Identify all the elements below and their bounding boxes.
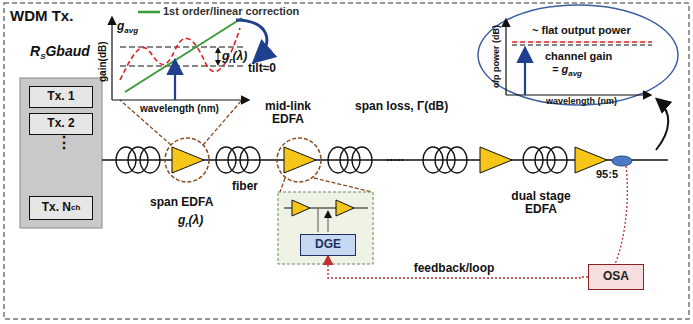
gain-arrow — [524, 50, 526, 95]
ellipsis: ..... — [386, 149, 404, 164]
legend-text: 1st order/linear correction — [163, 5, 299, 17]
output-inset — [478, 5, 678, 105]
span-label: span loss, Γ(dB) — [355, 100, 448, 113]
mid-edfa-circle — [277, 138, 321, 182]
band-line — [120, 65, 245, 66]
dge-inset — [278, 192, 373, 264]
tx-panel — [20, 78, 102, 228]
math-label: avg — [124, 26, 138, 35]
gain-ripple — [120, 28, 240, 80]
output-level — [512, 45, 652, 46]
amp-label: mid-link EDFA — [265, 99, 311, 126]
axis-label: wavelength (nm) — [546, 96, 617, 106]
legend-text: 1st order/linear correction — [163, 5, 299, 17]
node-text: Tx. 1 — [47, 90, 74, 103]
rate-label: RSGbaud — [30, 44, 90, 62]
ratio-label: 95:5 — [596, 168, 618, 180]
node-text: OSA — [603, 270, 629, 283]
edge-label: feedback/loop — [412, 262, 497, 275]
span-label: span loss, Γ(dB) — [355, 99, 448, 113]
axis-label: wavelength (nm) — [546, 97, 617, 107]
edge-label: feedback/loop — [414, 261, 495, 275]
amp-label: dual stage EDFA — [511, 189, 570, 216]
fiber-label: fiber — [232, 179, 258, 193]
zoom-leader — [314, 178, 372, 192]
inset-label: channel gain — [545, 50, 612, 62]
band-line — [120, 46, 245, 47]
axis-label: gain(dB) — [97, 41, 108, 82]
amp-label: span EDFA — [150, 195, 213, 209]
dge-tap — [328, 212, 329, 232]
axis-label: gain(dB) — [97, 41, 108, 82]
edfa-triangles — [172, 147, 607, 173]
axis-label: wavelength (nm) — [140, 103, 219, 114]
linear-fit — [125, 18, 242, 92]
axis-label: wavelength (nm) — [140, 103, 219, 114]
axis — [506, 94, 650, 95]
node-box: DGE — [300, 234, 356, 256]
math-label: g — [222, 49, 229, 63]
tilt-label: tilt≈0 — [248, 62, 276, 75]
inset-label: ~ flat output power — [532, 24, 631, 36]
fiber-label: fiber — [232, 180, 258, 193]
coupler — [612, 156, 632, 166]
ellipsis: ..... — [386, 150, 404, 164]
inset-amps — [292, 200, 354, 216]
node-box: Tx. 1 — [29, 86, 93, 108]
inset-label: channel gain — [545, 50, 612, 62]
axis-label: o/p power (dB) — [492, 25, 502, 88]
zoom-leader — [280, 178, 285, 192]
math-label: gr(λ) — [178, 214, 203, 230]
inset-label: ~ flat output power — [532, 24, 631, 36]
gavg-arrow — [174, 62, 176, 100]
math-label: (λ) — [188, 213, 203, 227]
math-label: gavg — [117, 20, 138, 36]
math-label: g — [178, 213, 185, 227]
amp-label: dual stage EDFA — [510, 190, 572, 216]
node-box: OSA — [588, 264, 644, 290]
axis — [111, 18, 112, 100]
frame — [4, 3, 689, 319]
rate-label: S — [40, 52, 45, 61]
feedback-connector — [328, 257, 588, 278]
tap-line — [615, 166, 627, 264]
rate-label: R — [30, 43, 40, 59]
math-label: (λ) — [232, 49, 247, 63]
axis — [112, 99, 248, 100]
amp-label: span EDFA — [150, 196, 213, 209]
node-box: Tx. 2 — [29, 113, 93, 135]
span-edfa-circle — [165, 138, 209, 182]
title: WDM Tx. — [10, 8, 73, 25]
zoom-arrow — [656, 100, 668, 150]
math-label: r — [229, 56, 232, 65]
rate-label: Gbaud — [45, 43, 89, 59]
math-label: avg — [568, 69, 582, 78]
dge-tap — [318, 208, 319, 232]
node-text: Tx. 2 — [47, 117, 74, 130]
ripple-span — [218, 50, 219, 63]
node-text: Tx. N — [42, 201, 71, 214]
title: WDM Tx. — [10, 7, 73, 24]
axis-label: o/p power (dB) — [491, 25, 501, 88]
node-text: ch — [71, 204, 80, 213]
tilt-label: tilt≈0 — [248, 61, 276, 75]
axis — [505, 20, 506, 95]
math-label: = g — [552, 63, 568, 75]
legend-line — [138, 11, 160, 14]
math-label: = gavg — [552, 63, 582, 79]
node-text: DGE — [315, 238, 341, 251]
math-label: r — [185, 220, 188, 229]
math-label: gr(λ) — [222, 50, 247, 66]
node-box: Tx. Nch — [29, 196, 93, 220]
ratio-label: 95:5 — [596, 168, 618, 180]
ellipsis: ⋮ — [56, 134, 72, 151]
math-label: g — [117, 19, 124, 33]
fiber-coils — [116, 147, 567, 173]
output-level — [512, 41, 652, 43]
amp-label: mid-link EDFA — [262, 100, 314, 126]
ellipsis: ⋮ — [56, 134, 72, 152]
